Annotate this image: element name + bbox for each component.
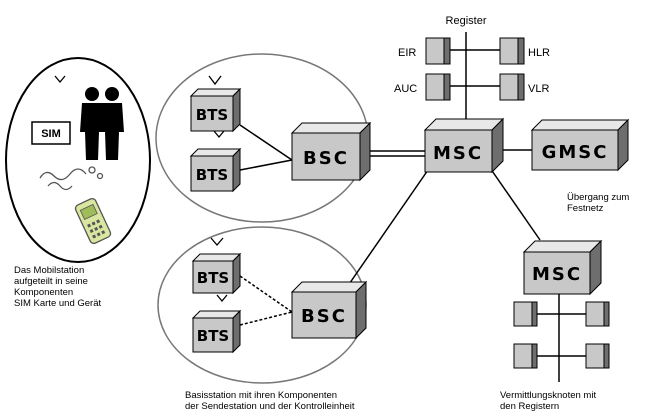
gmsc-box: GMSC xyxy=(530,118,630,172)
register-vlr-cylinder xyxy=(499,73,525,101)
bts-box-3: BTS xyxy=(191,252,242,295)
link-bsc2-msc xyxy=(344,169,429,291)
mobile-station-caption-line-1: Das Mobilstation xyxy=(14,265,85,276)
bsc-box-bottom: BSC xyxy=(290,280,368,340)
lower-register-1 xyxy=(513,301,538,327)
switching-caption-line-1: Vermittlungsknoten mit xyxy=(500,390,597,401)
register-eir-cylinder xyxy=(425,37,451,65)
base-station-caption: Basisstation mit ihren Komponenten der S… xyxy=(185,390,355,412)
bts-4-label: BTS xyxy=(197,327,229,345)
switching-caption: Vermittlungsknoten mit den Registern xyxy=(500,390,596,412)
bsc-bottom-label: BSC xyxy=(301,306,347,327)
bts-1-label: BTS xyxy=(196,106,228,124)
gateway-caption-line-2: Festnetz xyxy=(567,203,604,214)
link-marks xyxy=(208,75,228,303)
signal-swirl-icon xyxy=(39,166,104,191)
mobile-phone-icon xyxy=(74,197,112,245)
msc-box-main: MSC xyxy=(423,117,505,174)
hlr-label: HLR xyxy=(528,47,550,59)
msc-lower-label: MSC xyxy=(532,264,582,285)
gmsc-label: GMSC xyxy=(542,142,609,163)
gateway-caption: Übergang zum Festnetz xyxy=(567,192,629,214)
sim-card-icon xyxy=(31,121,71,145)
register-auc-cylinder xyxy=(425,73,451,101)
msc-box-lower: MSC xyxy=(522,239,603,296)
bts-box-1: BTS xyxy=(189,87,242,133)
lower-register-4 xyxy=(585,343,610,369)
antenna-mark-3 xyxy=(210,237,224,246)
lower-register-3 xyxy=(513,343,538,369)
bsc-top-label: BSC xyxy=(303,148,349,169)
eir-label: EIR xyxy=(398,47,416,59)
register-title: Register xyxy=(446,15,487,27)
mobile-station-caption-line-3: Komponenten xyxy=(14,287,74,298)
link-bts3-bsc xyxy=(239,275,293,313)
sim-label: SIM xyxy=(41,128,61,140)
bts-3-label: BTS xyxy=(197,269,229,287)
link-bts2-bsc xyxy=(239,159,293,171)
antenna-mark-2 xyxy=(213,130,225,139)
link-msc-msc2 xyxy=(487,164,541,241)
antenna-mark-1 xyxy=(208,75,222,86)
mobile-station-ellipse xyxy=(5,57,151,263)
lower-register-2 xyxy=(585,301,610,327)
msc-main-label: MSC xyxy=(433,143,483,164)
gateway-caption-line-1: Übergang zum xyxy=(567,192,630,203)
register-hlr-cylinder xyxy=(499,37,525,65)
bts-box-2: BTS xyxy=(189,147,242,193)
auc-label: AUC xyxy=(394,83,417,95)
connection-lines xyxy=(239,32,595,382)
base-station-caption-line-2: der Sendestation und der Kontrolleinheit xyxy=(185,401,355,412)
link-bts1-bsc xyxy=(239,124,293,161)
mobile-station-caption-line-2: aufgeteilt in seine xyxy=(14,276,88,287)
base-station-caption-line-1: Basisstation mit ihren Komponenten xyxy=(185,390,338,401)
switching-caption-line-2: den Registern xyxy=(500,401,560,412)
vlr-label: VLR xyxy=(528,83,549,95)
bts-box-4: BTS xyxy=(191,309,242,354)
antenna-mark-4 xyxy=(216,294,228,303)
bts-2-label: BTS xyxy=(196,166,228,184)
mobile-station-caption-line-4: SIM Karte und Gerät xyxy=(14,298,102,309)
mobile-station-illustration: SIM xyxy=(31,75,124,245)
mobile-station-caption: Das Mobilstation aufgeteilt in seine Kom… xyxy=(14,265,101,309)
link-bts4-bsc xyxy=(239,311,293,326)
person-icon xyxy=(80,87,124,160)
bsc-box-top: BSC xyxy=(290,121,372,182)
